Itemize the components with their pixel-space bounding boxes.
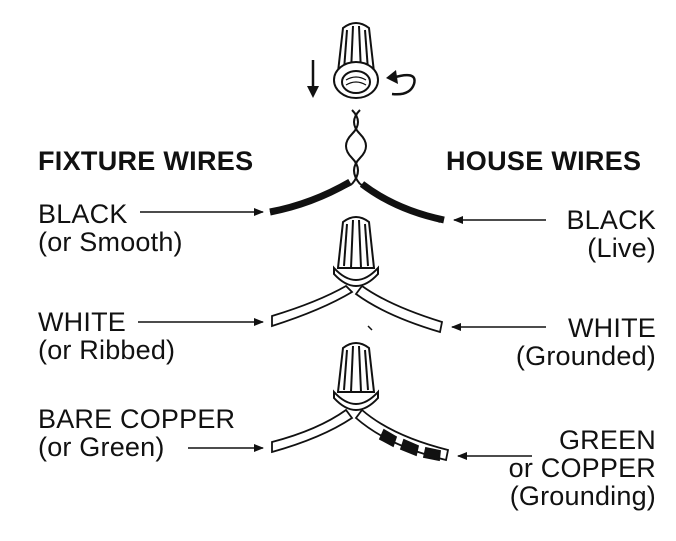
label-fixture-black-line2: (or Smooth) xyxy=(38,227,183,257)
twist-arrow-icon xyxy=(386,70,416,96)
label-fixture-copper-line1: BARE COPPER xyxy=(38,404,236,434)
label-house-black: BLACK (Live) xyxy=(566,206,656,262)
label-fixture-copper: BARE COPPER (or Green) xyxy=(38,405,235,461)
green-wire xyxy=(354,408,450,462)
label-fixture-copper-line2: (or Green) xyxy=(38,432,165,462)
label-house-green-line1: GREEN xyxy=(558,425,656,455)
fixture-wires-header: FIXTURE WIRES xyxy=(38,146,254,176)
label-house-white-line1: WHITE xyxy=(568,313,656,343)
label-fixture-white-line1: WHITE xyxy=(38,307,126,337)
label-fixture-black-line1: BLACK xyxy=(38,199,128,229)
label-house-green-line2: or COPPER xyxy=(508,453,656,483)
leader-arrows xyxy=(138,208,546,460)
label-house-white: WHITE (Grounded) xyxy=(516,314,656,370)
label-house-black-line1: BLACK xyxy=(566,205,656,235)
bottom-wire-nut xyxy=(333,342,379,411)
fixture-black-wire xyxy=(269,178,352,216)
middle-wire-nut xyxy=(333,216,379,287)
house-black-wire xyxy=(359,181,445,224)
label-house-green: GREEN or COPPER (Grounding) xyxy=(509,426,656,510)
white-wires xyxy=(271,284,444,334)
label-house-white-line2: (Grounded) xyxy=(515,341,656,371)
label-fixture-white: WHITE (or Ribbed) xyxy=(38,308,175,364)
label-house-black-line2: (Live) xyxy=(587,233,656,263)
top-wire-nut xyxy=(333,22,379,99)
down-arrow-icon xyxy=(307,60,319,98)
label-fixture-black: BLACK (or Smooth) xyxy=(38,200,183,256)
label-house-green-line3: (Grounding) xyxy=(509,481,656,511)
copper-wire xyxy=(271,408,354,454)
house-wires-header: HOUSE WIRES xyxy=(446,146,642,176)
label-fixture-white-line2: (or Ribbed) xyxy=(38,335,176,365)
